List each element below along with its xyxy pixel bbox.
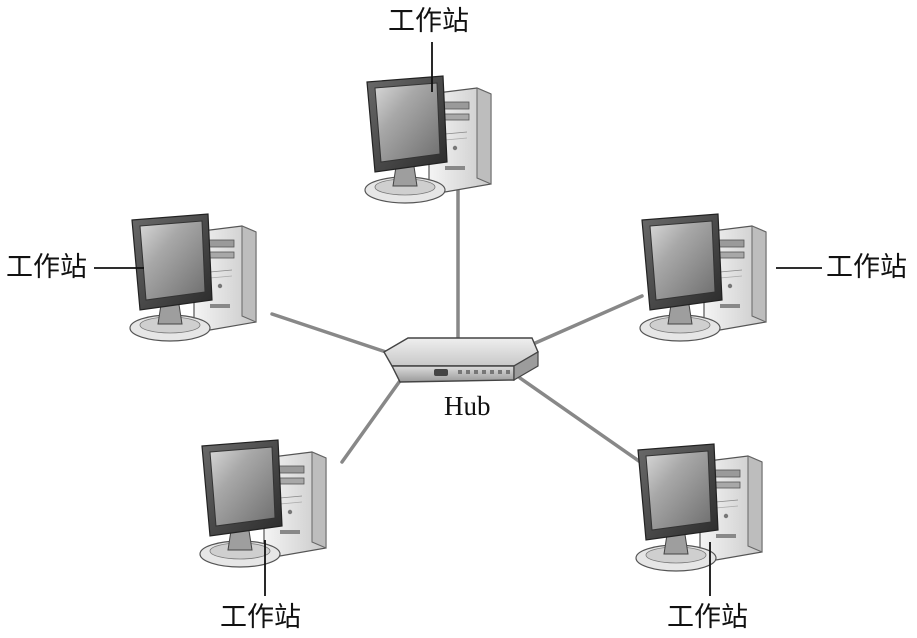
- workstation-label-bottom-right: 工作站: [667, 602, 748, 633]
- link-bottom-right: [518, 376, 648, 468]
- label-leaders: [94, 42, 822, 596]
- workstation-label-right: 工作站: [826, 252, 907, 283]
- link-bottom-left: [340, 376, 404, 464]
- workstation-bottom-right-computer: [635, 443, 763, 572]
- workstation-right-computer: [639, 213, 767, 342]
- connection-lines: [270, 184, 648, 468]
- workstation-left-computer: [129, 213, 257, 342]
- link-right: [522, 294, 644, 350]
- hub-device: [383, 337, 539, 383]
- hub-label: Hub: [444, 391, 491, 421]
- workstation-label-left: 工作站: [6, 252, 87, 283]
- workstation-label-top: 工作站: [388, 6, 469, 37]
- workstation-bottom-left-computer: [199, 439, 327, 568]
- workstation-top-computer: [364, 75, 492, 204]
- link-left: [270, 312, 388, 354]
- workstation-label-bottom-left: 工作站: [220, 602, 301, 633]
